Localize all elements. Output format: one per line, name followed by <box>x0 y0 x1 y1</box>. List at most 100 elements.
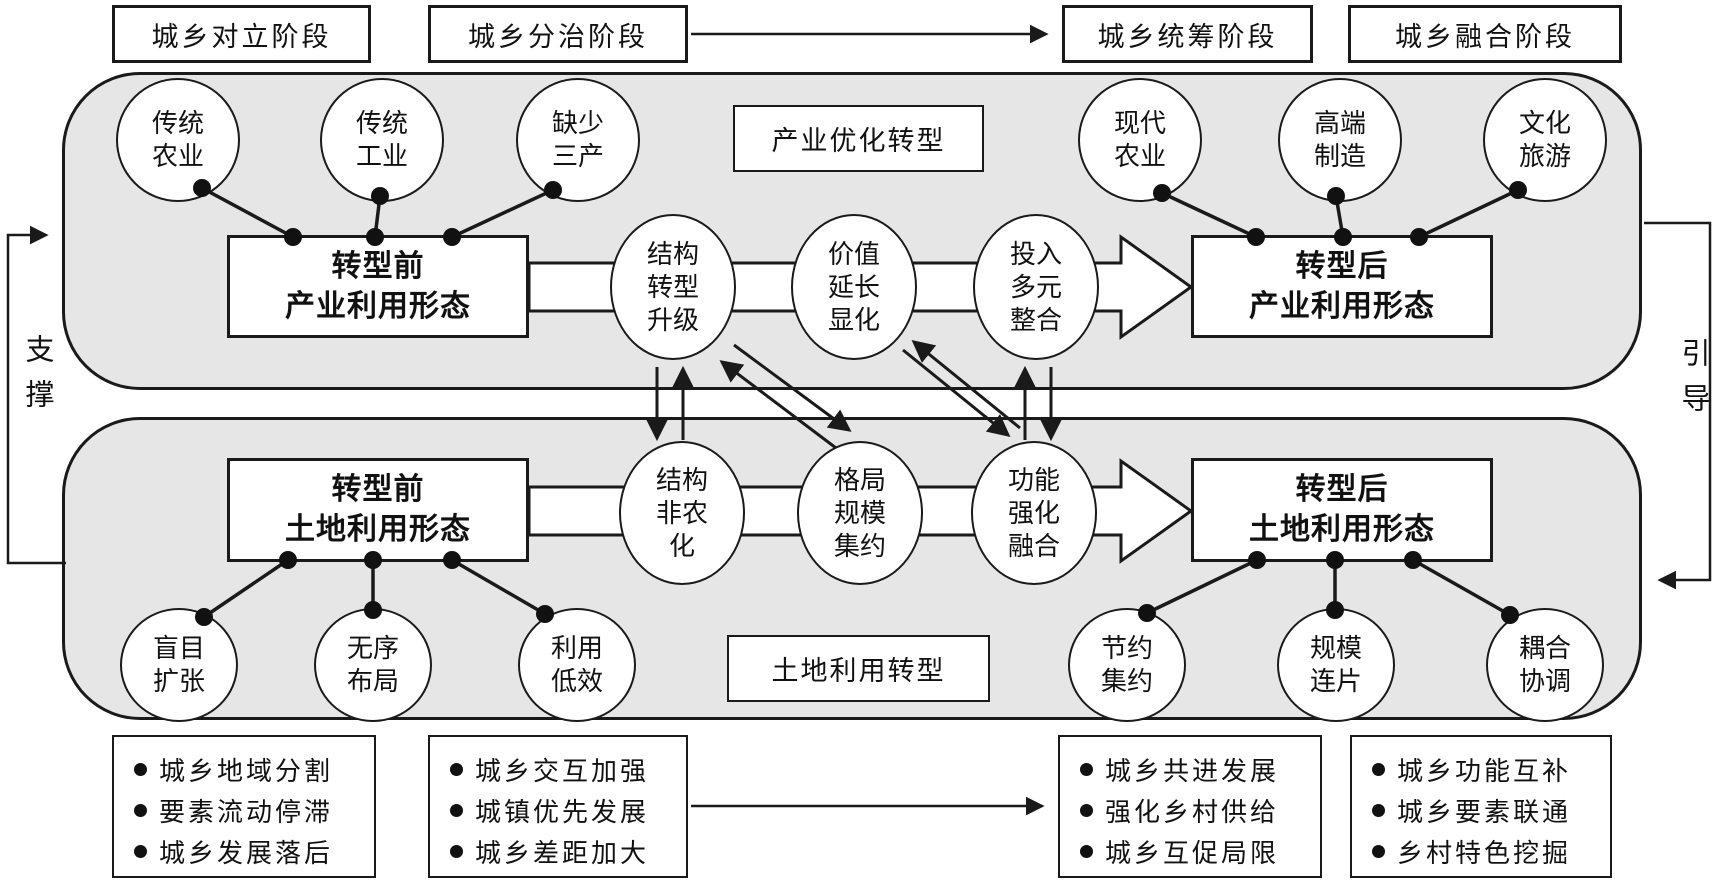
note-text: 城乡共进发展 <box>1105 757 1280 786</box>
note-item: 城乡要素联通 <box>1366 790 1610 831</box>
land-before-line1: 转型前 <box>331 473 425 506</box>
bullet-icon <box>134 763 147 776</box>
mechanism-line: 结构 <box>646 239 699 269</box>
feature-line: 连片 <box>1309 667 1362 696</box>
connector-line <box>1161 191 1257 239</box>
land-after-line2: 土地利用形态 <box>1249 513 1435 546</box>
mechanism-line: 显化 <box>827 305 880 335</box>
land-after-feature-2: 规模 连片 <box>1277 608 1395 722</box>
note-text: 城乡发展落后 <box>159 839 334 868</box>
land-before-box: 转型前 土地利用形态 <box>227 458 529 562</box>
note-text: 强化乡村供给 <box>1105 798 1280 827</box>
industry-after-line1: 转型后 <box>1295 249 1389 283</box>
stage-note-3: 城乡共进发展 强化乡村供给 城乡互促局限 <box>1058 735 1322 878</box>
note-item: 城乡共进发展 <box>1074 749 1320 790</box>
feature-line: 布局 <box>346 667 399 696</box>
stage-label: 城乡融合阶段 <box>1395 21 1575 52</box>
industry-section-label-box: 产业优化转型 <box>733 105 984 172</box>
land-before-feature-3: 利用 低效 <box>518 608 636 722</box>
note-text: 乡村特色挖掘 <box>1397 839 1572 868</box>
bullet-icon <box>450 845 463 858</box>
connector-line <box>203 558 289 619</box>
mechanism-line: 延长 <box>827 272 880 302</box>
mechanism-line: 转型 <box>646 272 699 302</box>
note-item: 乡村特色挖掘 <box>1366 831 1610 872</box>
stage-note-2: 城乡交互加强 城镇优先发展 城乡差距加大 <box>428 735 688 878</box>
industry-before-feature-3: 缺少 三产 <box>516 78 640 202</box>
mechanism-line: 化 <box>668 531 695 561</box>
feature-line: 缺少 <box>551 109 604 138</box>
mechanism-line: 投入 <box>1009 239 1062 269</box>
land-after-feature-3: 耦合 协调 <box>1486 608 1604 722</box>
bullet-icon <box>1372 763 1385 776</box>
stage-box-3: 城乡统筹阶段 <box>1062 5 1313 63</box>
industry-after-feature-2: 高端 制造 <box>1278 78 1402 202</box>
land-before-line2: 土地利用形态 <box>285 513 471 546</box>
industry-before-box: 转型前 产业利用形态 <box>227 235 529 338</box>
industry-mechanism-3: 投入 多元 整合 <box>973 214 1099 360</box>
industry-mechanism-1: 结构 转型 升级 <box>610 214 736 360</box>
feature-line: 规模 <box>1309 634 1362 663</box>
mechanism-line: 功能 <box>1007 465 1060 495</box>
industry-after-feature-3: 文化 旅游 <box>1483 78 1607 202</box>
bullet-icon <box>1080 804 1093 817</box>
mechanism-line: 多元 <box>1009 272 1062 302</box>
stage-box-4: 城乡融合阶段 <box>1348 5 1622 63</box>
industry-before-line2: 产业利用形态 <box>285 289 471 323</box>
feature-line: 农业 <box>151 142 204 171</box>
feature-line: 农业 <box>1113 142 1166 171</box>
guide-bracket-arrow <box>1644 221 1712 590</box>
bullet-icon <box>1372 804 1385 817</box>
bullet-icon <box>1080 763 1093 776</box>
feature-line: 文化 <box>1518 109 1571 138</box>
feature-line: 无序 <box>346 634 399 663</box>
support-bracket-arrow <box>6 225 66 565</box>
industry-before-feature-1: 传统 农业 <box>116 78 240 202</box>
industry-after-feature-1: 现代 农业 <box>1078 78 1202 202</box>
industry-before-feature-2: 传统 工业 <box>320 78 444 202</box>
support-label: 支撑 <box>21 334 53 424</box>
note-text: 城乡功能互补 <box>1397 757 1572 786</box>
industry-section-label: 产业优化转型 <box>771 126 946 156</box>
note-text: 城乡互促局限 <box>1105 839 1280 868</box>
note-text: 城乡差距加大 <box>475 839 650 868</box>
bullet-icon <box>1372 845 1385 858</box>
feature-line: 三产 <box>551 142 604 171</box>
mechanism-arrow-diagonal-up <box>719 360 837 450</box>
mechanism-line: 结构 <box>655 465 708 495</box>
bullet-icon <box>134 804 147 817</box>
land-before-feature-1: 盲目 扩张 <box>120 608 238 722</box>
note-text: 城乡要素联通 <box>1397 798 1572 827</box>
stage-box-1: 城乡对立阶段 <box>112 5 371 63</box>
connector-line <box>1418 188 1519 239</box>
land-mechanism-3: 功能 强化 融合 <box>971 441 1097 585</box>
note-item: 要素流动停滞 <box>128 790 374 831</box>
land-mechanism-1: 结构 非农 化 <box>619 441 745 585</box>
note-item: 城乡互促局限 <box>1074 831 1320 872</box>
feature-line: 节约 <box>1100 634 1153 663</box>
feature-line: 制造 <box>1313 142 1366 171</box>
land-section-label: 土地利用转型 <box>771 656 946 686</box>
note-item: 城乡交互加强 <box>444 749 686 790</box>
feature-line: 协调 <box>1518 667 1571 696</box>
mechanism-line: 强化 <box>1007 498 1060 528</box>
note-text: 要素流动停滞 <box>159 798 334 827</box>
mechanism-line: 集约 <box>833 531 886 561</box>
land-mechanism-2: 格局 规模 集约 <box>797 441 923 585</box>
mechanism-line: 非农 <box>655 498 708 528</box>
industry-mechanism-2: 价值 延长 显化 <box>791 214 917 360</box>
mechanism-line: 融合 <box>1007 531 1060 561</box>
note-item: 城乡功能互补 <box>1366 749 1610 790</box>
feature-line: 扩张 <box>152 667 205 696</box>
note-text: 城乡交互加强 <box>475 757 650 786</box>
mechanism-line: 升级 <box>646 305 699 335</box>
feature-line: 传统 <box>151 109 204 138</box>
guide-label: 引导 <box>1677 338 1709 428</box>
bullet-icon <box>1080 845 1093 858</box>
bullet-icon <box>450 804 463 817</box>
note-item: 强化乡村供给 <box>1074 790 1320 831</box>
connector-line <box>201 186 294 239</box>
connector-line <box>451 558 546 616</box>
